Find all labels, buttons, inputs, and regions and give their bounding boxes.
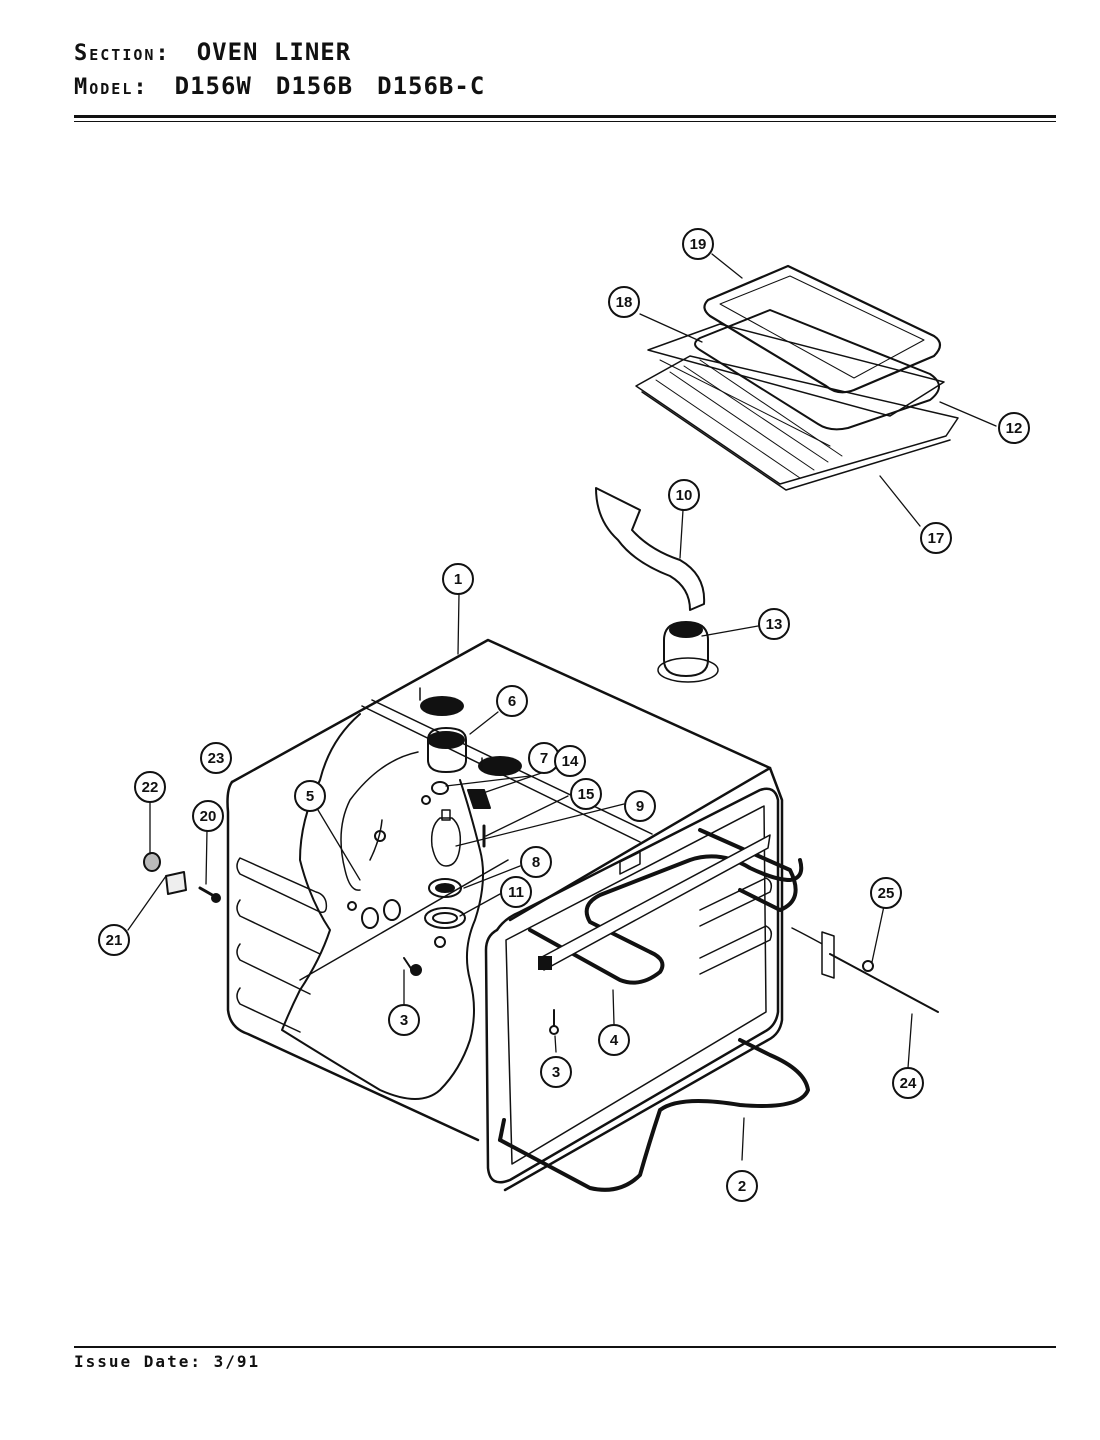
callout-1: 1 [442, 563, 474, 595]
svg-text:15: 15 [578, 786, 595, 803]
screw-right [549, 1009, 559, 1035]
callout-2: 2 [726, 1170, 758, 1202]
svg-text:3: 3 [552, 1064, 560, 1081]
footer-rule [74, 1346, 1056, 1348]
oven-liner [226, 638, 784, 1192]
callout-22: 22 [134, 771, 166, 803]
svg-text:25: 25 [878, 885, 895, 902]
svg-text:7: 7 [540, 750, 548, 767]
callout-17: 17 [920, 522, 952, 554]
section-value: OVEN LINER [196, 38, 352, 66]
callout-6: 6 [496, 685, 528, 717]
svg-text:6: 6 [508, 693, 516, 710]
header-rule-bottom [74, 121, 1056, 122]
svg-text:10: 10 [676, 487, 693, 504]
callout-5: 5 [294, 780, 326, 812]
callout-21: 21 [98, 924, 130, 956]
svg-text:23: 23 [208, 750, 225, 767]
svg-text:14: 14 [562, 753, 579, 770]
callout-3-left: 3 [388, 1004, 420, 1036]
left-hardware [143, 852, 221, 903]
svg-text:20: 20 [200, 808, 217, 825]
callout-25: 25 [870, 877, 902, 909]
callout-13: 13 [758, 608, 790, 640]
callout-10: 10 [668, 479, 700, 511]
sensor-assembly [791, 927, 939, 1013]
callout-14: 14 [554, 745, 586, 777]
svg-text:8: 8 [532, 854, 540, 871]
callout-24: 24 [892, 1067, 924, 1099]
svg-text:2: 2 [738, 1178, 746, 1195]
vent-duct [595, 487, 719, 683]
callout-3-right: 3 [540, 1056, 572, 1088]
model-number-2: D156B [275, 72, 354, 100]
svg-text:9: 9 [636, 798, 644, 815]
callout-19: 19 [682, 228, 714, 260]
svg-text:1: 1 [454, 571, 462, 588]
svg-text:17: 17 [928, 530, 945, 547]
callout-20: 20 [192, 800, 224, 832]
section-label: Section: [74, 41, 171, 66]
screw-left [403, 957, 422, 976]
model-label: Model: [74, 75, 149, 100]
model-line: Model: D156W D156B D156B-C [74, 72, 485, 100]
callouts: 1 2 3 3 4 5 6 7 8 9 10 11 12 13 14 15 17… [98, 228, 1030, 1202]
bake-element [498, 1038, 810, 1192]
lamp-assembly [421, 727, 491, 948]
svg-text:11: 11 [508, 884, 524, 901]
svg-text:22: 22 [142, 779, 159, 796]
callout-11: 11 [500, 876, 532, 908]
callout-23: 23 [200, 742, 232, 774]
svg-text:13: 13 [766, 616, 783, 633]
broil-element [528, 828, 804, 985]
model-number-3: D156B-C [377, 72, 486, 100]
svg-text:21: 21 [106, 932, 123, 949]
svg-text:19: 19 [690, 236, 707, 253]
callout-9: 9 [624, 790, 656, 822]
callout-4: 4 [598, 1024, 630, 1056]
leader-lines [127, 253, 997, 1161]
callout-8: 8 [520, 846, 552, 878]
svg-text:3: 3 [400, 1012, 408, 1029]
model-number-1: D156W [174, 72, 252, 100]
svg-text:24: 24 [900, 1075, 917, 1092]
issue-date: Issue Date: 3/91 [74, 1352, 261, 1371]
callout-7: 7 [528, 742, 560, 774]
section-title: Section: OVEN LINER [74, 38, 351, 66]
svg-text:4: 4 [610, 1032, 619, 1049]
svg-text:18: 18 [616, 294, 633, 311]
svg-text:12: 12 [1006, 420, 1023, 437]
header-rule-top [74, 115, 1056, 118]
svg-text:5: 5 [306, 788, 314, 805]
callout-12: 12 [998, 412, 1030, 444]
callout-18: 18 [608, 286, 640, 318]
light-wire [340, 751, 419, 929]
callout-15: 15 [570, 778, 602, 810]
pan-and-racks [635, 264, 959, 491]
